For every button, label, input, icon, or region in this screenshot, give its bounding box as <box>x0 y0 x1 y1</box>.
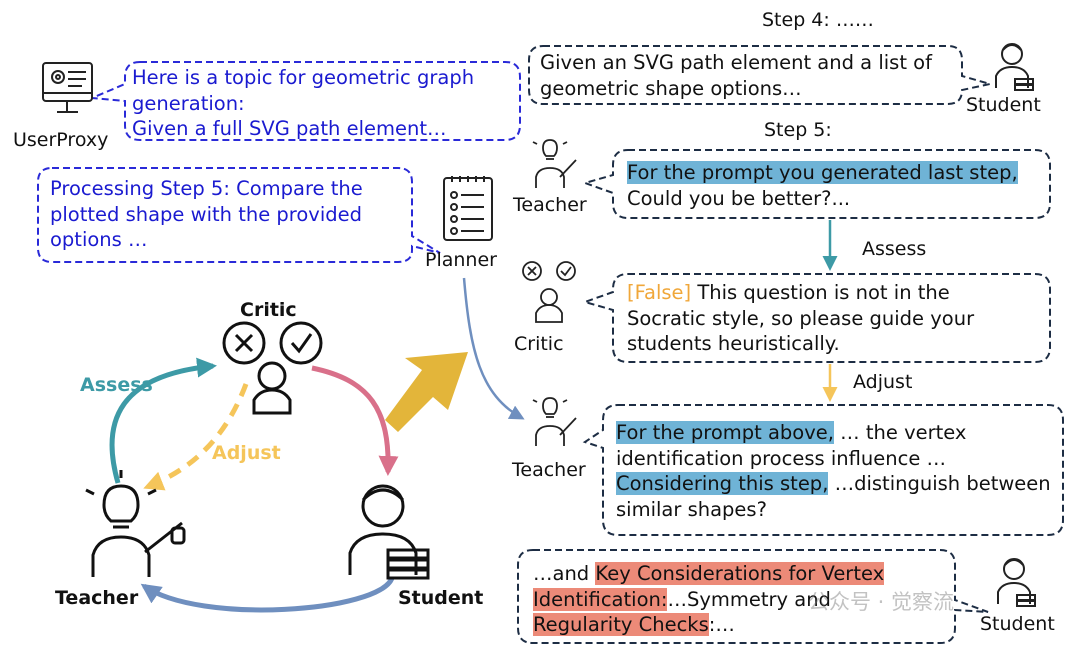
planner-label: Planner <box>425 249 497 271</box>
userproxy-line-2: generation: <box>132 91 245 115</box>
teacher2-text-4: similar shapes? <box>616 497 767 521</box>
step4-bubble-frame <box>528 45 991 105</box>
student-icon-top <box>995 43 1034 91</box>
critic-line-1: This question is not in the <box>691 281 950 304</box>
student-highlight-2: Identification: <box>533 587 668 611</box>
planner-bubble-text: Processing Step 5: Compare the plotted s… <box>50 176 363 253</box>
student-bubble-text: …and Key Considerations for Vertex Ident… <box>533 561 885 638</box>
planner-to-teacher-arrow <box>462 277 525 420</box>
cycle-student-to-teacher-arrow <box>140 576 395 613</box>
critic-false-tag: [False] <box>627 281 692 304</box>
clipboard-checklist-icon <box>443 176 493 241</box>
critic-icon-large <box>222 321 323 415</box>
userproxy-line-3: Given a full SVG path element… <box>132 117 447 140</box>
teacher-label-1: Teacher <box>513 194 587 216</box>
student-highlight-3: Regularity Checks <box>533 613 709 636</box>
cycle-adjust-label: Adjust <box>212 442 281 464</box>
userproxy-line-1: Here is a topic for geometric graph <box>132 66 475 89</box>
step5-label: Step 5: <box>764 119 832 141</box>
critic-icon-right <box>522 261 576 323</box>
teacher2-highlight-2: Considering this step, <box>616 472 829 495</box>
student-label-top: Student <box>966 94 1041 116</box>
teacher-bubble2-frame <box>582 404 1064 536</box>
student-highlight-1: Key Considerations for Vertex <box>595 562 885 585</box>
userproxy-bubble-frame <box>91 61 521 141</box>
critic-line-2: Socratic style, so please guide your <box>627 306 975 330</box>
step4-label: Step 4: …… <box>762 9 874 31</box>
teacher-icon-1 <box>532 139 577 188</box>
teacher1-rest: Could you be better?... <box>627 186 851 210</box>
cycle-assess-arrow <box>109 357 217 484</box>
critic-label-right: Critic <box>514 333 564 355</box>
step4-bubble-text: Given an SVG path element and a list of … <box>540 50 932 101</box>
teacher-bubble2-text: For the prompt above, … the vertex ident… <box>616 420 1051 522</box>
student-text-post: :… <box>708 613 735 636</box>
assess-label: Assess <box>862 238 927 260</box>
student-icon-large <box>348 484 430 580</box>
planner-line-2: plotted shape with the provided <box>50 202 363 226</box>
teacher2-highlight-1: For the prompt above, <box>616 421 834 444</box>
cycle-assess-label: Assess <box>80 374 153 396</box>
teacher2-text-1: … the vertex <box>833 421 967 444</box>
teacher2-text-3: …distinguish between <box>828 472 1051 495</box>
cycle-critic-label: Critic <box>240 299 297 321</box>
cycle-adjust-arrow <box>143 383 249 491</box>
teacher-bubble1-frame <box>581 149 1051 219</box>
student-label-bottom: Student <box>980 613 1055 635</box>
adjust-label: Adjust <box>853 371 913 393</box>
student-text-mid: …Symmetry and <box>667 587 831 611</box>
critic-bubble-text: [False] This question is not in the Socr… <box>627 280 974 357</box>
cycle-critic-to-student-arrow <box>311 365 399 476</box>
student-bubble-frame <box>517 549 989 644</box>
teacher1-highlight: For the prompt you generated last step, <box>627 161 1018 184</box>
big-transition-arrow <box>385 352 468 432</box>
monitor-gear-icon <box>42 62 93 113</box>
teacher-label-2: Teacher <box>512 459 586 481</box>
critic-line-3: students heuristically. <box>627 332 840 355</box>
teacher-bubble1-text: For the prompt you generated last step, … <box>627 160 1018 211</box>
cycle-student-label: Student <box>398 587 484 609</box>
userproxy-label: UserProxy <box>13 129 109 151</box>
step4-line-1: Given an SVG path element and a list of <box>540 51 932 74</box>
critic-bubble-frame <box>581 273 1051 363</box>
planner-line-1: Processing Step 5: Compare the <box>50 177 363 200</box>
teacher-icon-large <box>85 470 186 577</box>
cycle-teacher-label: Teacher <box>55 587 139 609</box>
step4-line-2: geometric shape options… <box>540 76 802 100</box>
teacher2-text-2: identification process influence … <box>616 446 947 470</box>
teacher-icon-2 <box>532 397 577 446</box>
student-text-pre: …and <box>533 562 596 585</box>
planner-line-3: options … <box>50 228 148 251</box>
watermark: 公众号 · 觉察流 <box>808 590 955 614</box>
student-icon-bottom <box>997 558 1036 607</box>
planner-bubble-frame <box>37 167 441 263</box>
userproxy-bubble-text: Here is a topic for geometric graph gene… <box>132 65 474 142</box>
